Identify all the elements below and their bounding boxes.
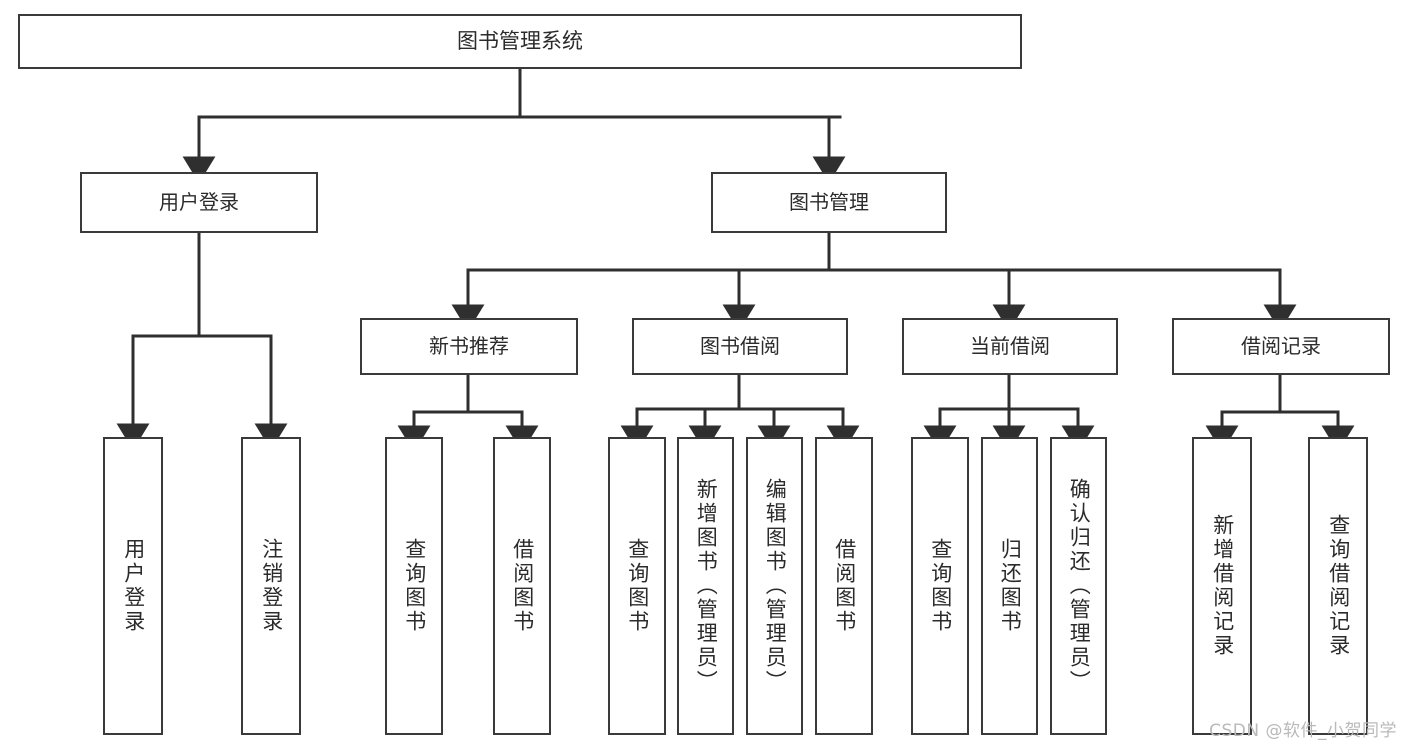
- node-user-login-label: 用户登录: [159, 190, 239, 214]
- node-book-borrow[interactable]: 图书借阅: [632, 318, 848, 375]
- node-book-manage[interactable]: 图书管理: [711, 172, 947, 233]
- leaf-user-login-0-label: 用户登录: [121, 538, 146, 634]
- leaf-book-borrow-3-label: 借阅图书: [832, 538, 857, 634]
- node-borrow-record[interactable]: 借阅记录: [1172, 318, 1390, 375]
- leaf-new-book-rec-1-label: 借阅图书: [510, 538, 535, 634]
- node-root-label: 图书管理系统: [457, 29, 583, 54]
- node-current-borrow[interactable]: 当前借阅: [902, 318, 1118, 375]
- node-new-book-rec[interactable]: 新书推荐: [360, 318, 578, 375]
- leaf-borrow-record-0-label: 新增借阅记录: [1210, 514, 1235, 658]
- leaf-book-borrow-0[interactable]: 查询图书: [608, 437, 666, 735]
- leaf-new-book-rec-1[interactable]: 借阅图书: [493, 437, 551, 735]
- leaf-current-borrow-0-label: 查询图书: [928, 538, 953, 634]
- leaf-book-borrow-2[interactable]: 编辑图书（管理员）: [746, 437, 803, 735]
- leaf-current-borrow-1[interactable]: 归还图书: [981, 437, 1038, 735]
- leaf-new-book-rec-0-label: 查询图书: [402, 538, 427, 634]
- watermark-text: CSDN @软件_小贺同学: [1209, 721, 1397, 741]
- node-borrow-record-label: 借阅记录: [1241, 334, 1321, 358]
- node-root[interactable]: 图书管理系统: [18, 14, 1022, 69]
- node-book-manage-label: 图书管理: [789, 190, 869, 214]
- leaf-borrow-record-1-label: 查询借阅记录: [1326, 514, 1351, 658]
- leaf-user-login-0[interactable]: 用户登录: [103, 437, 163, 735]
- node-book-borrow-label: 图书借阅: [700, 334, 780, 358]
- leaf-book-borrow-3[interactable]: 借阅图书: [815, 437, 873, 735]
- leaf-user-login-1-label: 注销登录: [259, 538, 284, 634]
- leaf-book-borrow-1-label: 新增图书（管理员）: [694, 478, 719, 694]
- leaf-current-borrow-2-label: 确认归还（管理员）: [1067, 478, 1092, 694]
- leaf-current-borrow-0[interactable]: 查询图书: [911, 437, 969, 735]
- leaf-borrow-record-0[interactable]: 新增借阅记录: [1192, 437, 1252, 735]
- leaf-borrow-record-1[interactable]: 查询借阅记录: [1308, 437, 1368, 735]
- leaf-book-borrow-2-label: 编辑图书（管理员）: [763, 478, 788, 694]
- leaf-user-login-1[interactable]: 注销登录: [241, 437, 301, 735]
- node-user-login[interactable]: 用户登录: [80, 172, 318, 233]
- node-current-borrow-label: 当前借阅: [970, 334, 1050, 358]
- leaf-book-borrow-1[interactable]: 新增图书（管理员）: [677, 437, 734, 735]
- leaf-current-borrow-2[interactable]: 确认归还（管理员）: [1050, 437, 1107, 735]
- leaf-book-borrow-0-label: 查询图书: [625, 538, 650, 634]
- node-new-book-rec-label: 新书推荐: [429, 334, 509, 358]
- leaf-current-borrow-1-label: 归还图书: [998, 538, 1023, 634]
- leaf-new-book-rec-0[interactable]: 查询图书: [385, 437, 443, 735]
